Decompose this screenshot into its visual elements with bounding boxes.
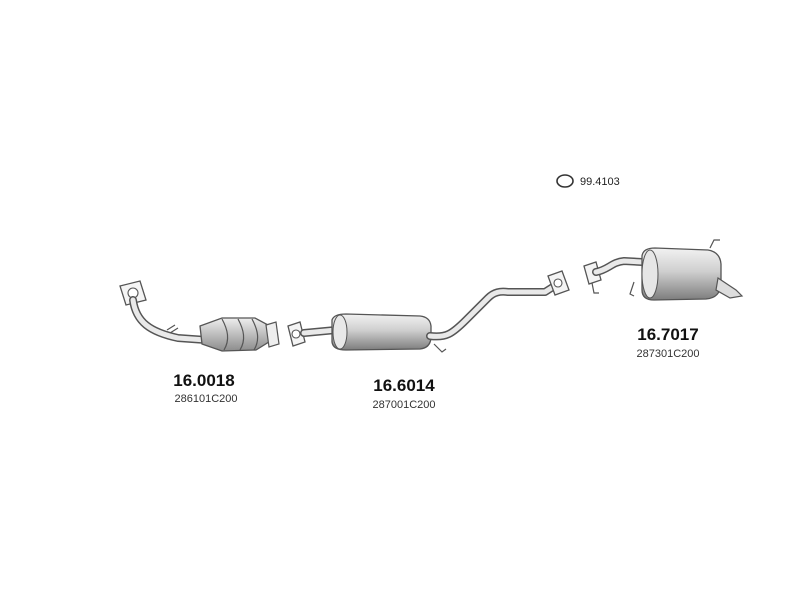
- gasket-code: 99.4103: [580, 176, 620, 188]
- rear-silencer: [583, 239, 744, 301]
- middle-silencer-pipe: [287, 270, 570, 353]
- oem-number-middle-silencer: 287001C200: [372, 399, 435, 411]
- oem-number-rear-silencer: 287301C200: [636, 348, 699, 360]
- part-code-rear-silencer: 16.7017: [637, 325, 698, 344]
- gasket-icon: [556, 174, 574, 188]
- gasket-ring: [556, 174, 574, 188]
- part-code-front-pipe: 16.0018: [173, 371, 234, 390]
- oem-number-front-pipe: 286101C200: [174, 393, 237, 405]
- part-code-middle-silencer: 16.6014: [373, 376, 435, 395]
- front-pipe-catalytic-converter: [119, 280, 280, 352]
